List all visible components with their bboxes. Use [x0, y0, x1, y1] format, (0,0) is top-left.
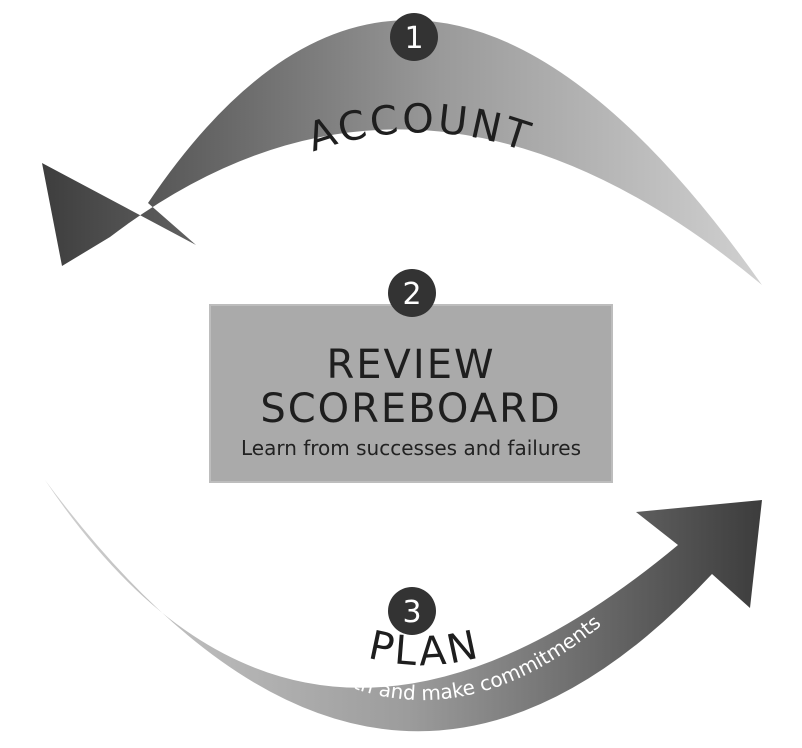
review-subtitle: Learn from successes and failures [241, 436, 581, 460]
account-arrow [42, 20, 762, 285]
step-3-badge: 3 [388, 587, 436, 635]
svg-text:1: 1 [404, 21, 423, 56]
svg-text:3: 3 [402, 595, 421, 630]
step-2-badge: 2 [388, 269, 436, 317]
account-subtitle: Report on last week’s commitments [237, 158, 598, 230]
review-box [209, 304, 613, 483]
review-title-line1: REVIEW [326, 342, 495, 388]
review-title-line2: SCOREBOARD [260, 386, 561, 432]
svg-text:2: 2 [402, 277, 421, 312]
step-1-badge: 1 [390, 13, 438, 61]
plan-arrow [45, 480, 762, 732]
